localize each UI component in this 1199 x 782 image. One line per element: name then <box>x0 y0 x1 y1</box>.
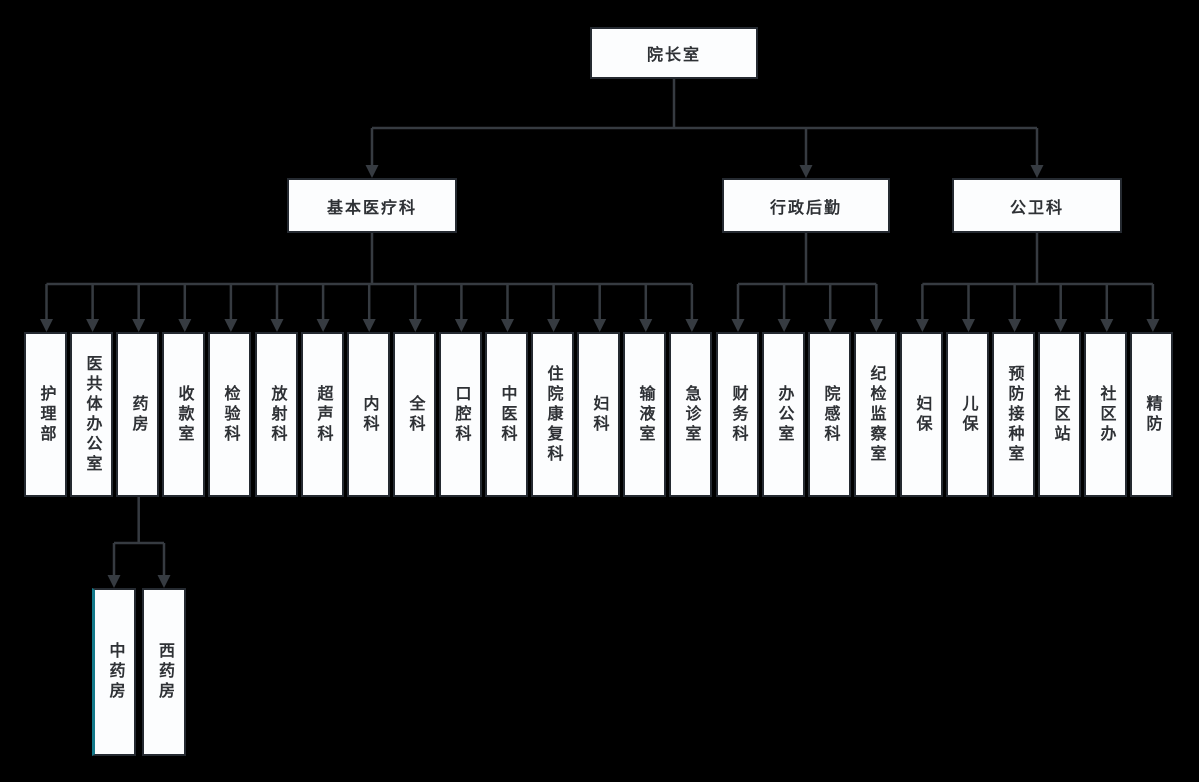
dept-node: 药房 <box>116 332 159 497</box>
dept-node: 妇保 <box>900 332 943 497</box>
node-public-health-dept: 公卫科 <box>952 178 1122 233</box>
dept-label: 医共体办公室 <box>83 354 101 475</box>
dept-label: 放射科 <box>268 384 286 445</box>
dept-label: 院感科 <box>821 384 839 445</box>
dept-label: 内科 <box>360 394 378 435</box>
dept-label: 中医科 <box>498 384 516 445</box>
dept-node: 社区办 <box>1084 332 1127 497</box>
dept-label: 急诊室 <box>682 384 700 445</box>
dept-label: 妇科 <box>590 394 608 435</box>
node-admin-logistics: 行政后勤 <box>722 178 890 233</box>
dept-label: 妇保 <box>913 394 931 435</box>
dept-node: 放射科 <box>255 332 298 497</box>
dept-node: 超声科 <box>301 332 344 497</box>
dept-node: 院感科 <box>808 332 851 497</box>
dept-node: 口腔科 <box>439 332 482 497</box>
dept-node: 精防 <box>1130 332 1173 497</box>
dept-label: 精防 <box>1143 394 1161 435</box>
dept-label: 西药房 <box>156 642 173 702</box>
node-label: 院长室 <box>646 47 701 64</box>
dept-node: 内科 <box>347 332 390 497</box>
dept-label: 住院康复科 <box>544 364 562 465</box>
dept-label: 超声科 <box>314 384 332 445</box>
node-label: 行政后勤 <box>769 199 842 217</box>
dept-label: 检验科 <box>221 384 239 445</box>
dept-node: 医共体办公室 <box>70 332 113 497</box>
dept-node: 收款室 <box>162 332 205 497</box>
dept-label: 药房 <box>129 394 147 435</box>
dept-label: 儿保 <box>959 394 977 435</box>
dept-node: 中医科 <box>485 332 528 497</box>
dept-label: 口腔科 <box>452 384 470 445</box>
dept-label: 纪检监察室 <box>867 364 885 465</box>
dept-node: 儿保 <box>946 332 989 497</box>
dept-node: 妇科 <box>577 332 620 497</box>
dept-node: 办公室 <box>762 332 805 497</box>
dept-node: 住院康复科 <box>531 332 574 497</box>
dept-node: 护理部 <box>24 332 67 497</box>
dept-label: 护理部 <box>37 384 55 445</box>
node-label: 基本医疗科 <box>326 199 417 217</box>
dept-label: 社区站 <box>1051 384 1069 445</box>
dept-label: 输液室 <box>636 384 654 445</box>
dept-node: 社区站 <box>1038 332 1081 497</box>
dept-label: 预防接种室 <box>1005 364 1023 465</box>
dept-node: 检验科 <box>208 332 251 497</box>
node-western-pharmacy: 西药房 <box>142 588 186 756</box>
dept-node: 全科 <box>393 332 436 497</box>
node-label: 公卫科 <box>1009 199 1064 217</box>
dept-label: 办公室 <box>775 384 793 445</box>
dept-node: 纪检监察室 <box>854 332 897 497</box>
dept-node: 预防接种室 <box>992 332 1035 497</box>
dept-label: 社区办 <box>1097 384 1115 445</box>
dept-label: 收款室 <box>175 384 193 445</box>
dept-label: 全科 <box>406 394 424 435</box>
node-chinese-pharmacy: 中药房 <box>92 588 136 756</box>
dept-label: 中药房 <box>106 642 124 702</box>
dept-node: 财务科 <box>716 332 759 497</box>
dept-label: 财务科 <box>729 384 747 445</box>
node-director-office: 院长室 <box>590 27 758 79</box>
dept-node: 输液室 <box>623 332 666 497</box>
node-basic-medical-dept: 基本医疗科 <box>287 178 457 233</box>
dept-node: 急诊室 <box>669 332 712 497</box>
